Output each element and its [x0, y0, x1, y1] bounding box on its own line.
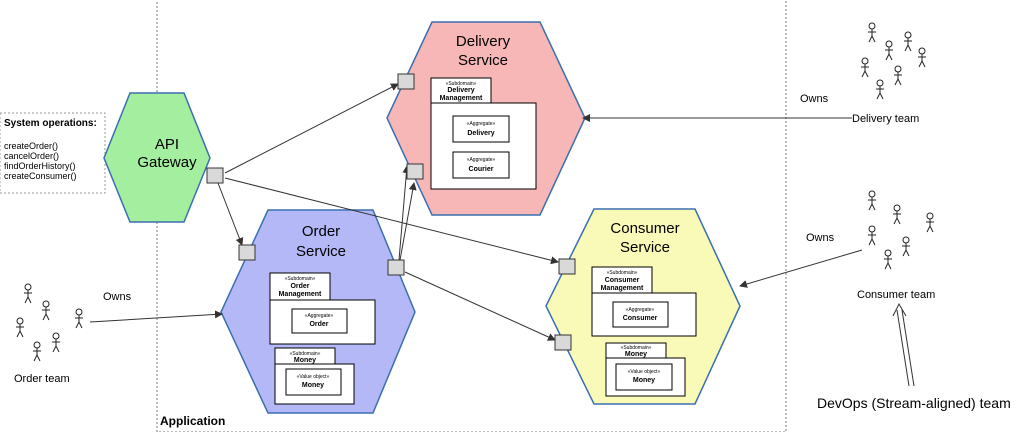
order-money-value-name: Money: [302, 382, 324, 389]
delivery-service[interactable]: Delivery Service «Subdomain» Delivery Ma…: [386, 21, 586, 216]
delivery-aggregate-stereotype: «Aggregate»: [467, 121, 496, 127]
order-owns-label: Owns: [103, 291, 132, 303]
api-gateway-title-line1: API: [155, 136, 179, 153]
gateway-port: [206, 167, 224, 184]
delivery-subdomain-stereotype: «Subdomain»: [446, 81, 477, 87]
api-gateway[interactable]: API Gateway: [103, 92, 211, 223]
order-service-title-line1: Order: [302, 223, 340, 240]
order-aggregate-stereotype: «Aggregate»: [305, 313, 334, 319]
consumer-money-value-stereotype: «Value object»: [628, 369, 661, 375]
api-gateway-hexagon: [103, 92, 211, 223]
system-operations-title: System operations:: [4, 118, 97, 129]
courier-aggregate-name: Courier: [469, 166, 494, 173]
delivery-team-label: Delivery team: [852, 113, 919, 125]
consumer-port-bottom: [554, 334, 572, 351]
order-to-delivery-arrow-2: [399, 182, 417, 261]
order-port-left: [238, 244, 256, 261]
order-service-title-line2: Service: [296, 243, 346, 260]
gateway-to-delivery-arrow: [224, 83, 399, 174]
consumer-service[interactable]: Consumer Service «Subdomain» Consumer Ma…: [545, 208, 741, 405]
delivery-subdomain-name-1: Delivery: [447, 87, 474, 94]
order-team-owns-arrow: [89, 310, 223, 323]
consumer-subdomain-name-1: Consumer: [605, 277, 640, 284]
order-subdomain-stereotype: «Subdomain»: [285, 276, 316, 282]
consumer-team-owns-arrow: [739, 249, 863, 288]
order-to-delivery-arrow-1: [398, 165, 411, 261]
consumer-subdomain-name-2: Management: [601, 285, 644, 292]
consumer-money-subdomain-stereotype: «Subdomain»: [621, 345, 652, 351]
system-operation-item: createConsumer(): [4, 171, 77, 181]
order-service[interactable]: Order Service «Subdomain» Order Manageme…: [220, 209, 416, 414]
order-to-consumer-arrow: [404, 271, 556, 341]
consumer-money-value-name: Money: [633, 377, 655, 384]
delivery-subdomain-name-2: Management: [440, 95, 483, 102]
order-team-people: [15, 283, 84, 362]
delivery-aggregate-name: Delivery: [467, 130, 494, 137]
consumer-money-subdomain-name: Money: [625, 351, 647, 358]
order-team-label: Order team: [14, 373, 70, 385]
consumer-team-people: [867, 190, 935, 270]
gateway-to-order-arrow: [217, 182, 244, 246]
consumer-service-title-line1: Consumer: [610, 220, 679, 237]
order-port-right: [387, 259, 405, 276]
consumer-aggregate-name: Consumer: [623, 315, 658, 322]
consumer-port-top: [558, 258, 576, 275]
system-operation-item: findOrderHistory(): [4, 161, 76, 171]
system-operations-box: System operations: createOrder() cancelO…: [0, 112, 106, 194]
api-gateway-title-line2: Gateway: [137, 154, 197, 171]
consumer-service-title-line2: Service: [620, 239, 670, 256]
system-operation-item: cancelOrder(): [4, 151, 59, 161]
order-aggregate-name: Order: [309, 321, 328, 328]
consumer-owns-label: Owns: [806, 232, 835, 244]
consumer-subdomain-stereotype: «Subdomain»: [607, 270, 638, 276]
order-money-subdomain-name: Money: [294, 357, 316, 364]
courier-aggregate-stereotype: «Aggregate»: [467, 157, 496, 163]
delivery-team-people: [860, 22, 927, 100]
order-subdomain-name-2: Management: [279, 291, 322, 298]
order-money-subdomain-stereotype: «Subdomain»: [290, 351, 321, 357]
consumer-team-label: Consumer team: [857, 289, 935, 301]
delivery-port-bottom: [406, 163, 424, 180]
application-label: Application: [160, 414, 225, 428]
order-money-value-stereotype: «Value object»: [297, 374, 330, 380]
system-operation-item: createOrder(): [4, 141, 58, 151]
delivery-service-title-line1: Delivery: [456, 33, 511, 50]
devops-arrow: [892, 302, 915, 387]
order-subdomain-name-1: Order: [290, 283, 309, 290]
consumer-aggregate-stereotype: «Aggregate»: [626, 307, 655, 313]
devops-team-label: DevOps (Stream-aligned) team: [817, 395, 1011, 411]
delivery-port-top: [397, 73, 415, 90]
delivery-service-title-line2: Service: [458, 52, 508, 69]
gateway-to-consumer-arrow: [224, 177, 559, 265]
delivery-owns-label: Owns: [800, 93, 829, 105]
